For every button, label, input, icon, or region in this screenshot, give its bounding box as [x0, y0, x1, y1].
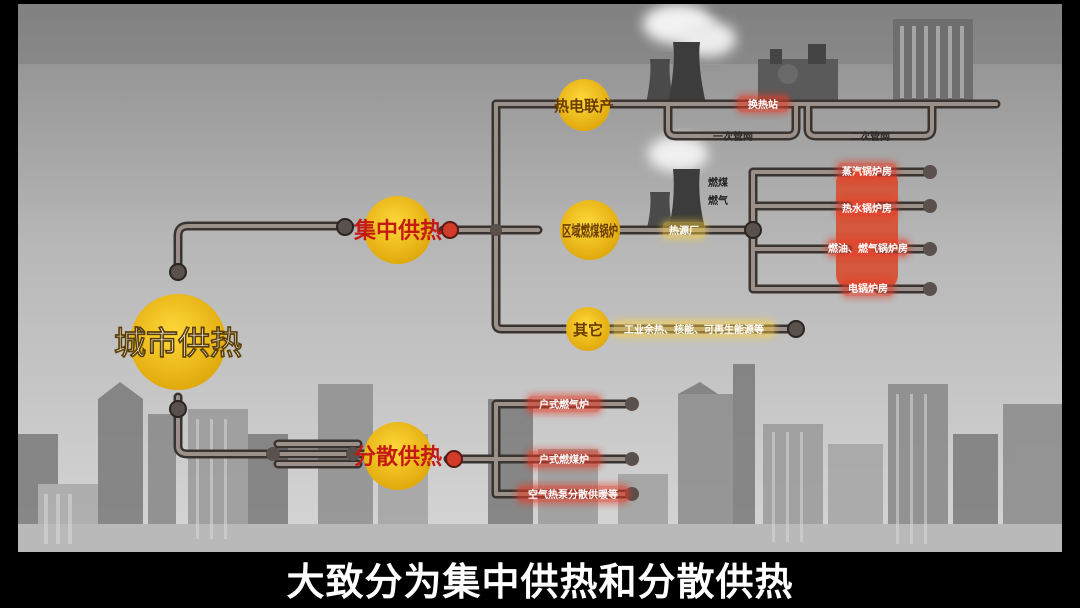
boiler-room-steam: 蒸汽锅炉房 [842, 165, 892, 178]
fuel-gas-label: 燃气 [708, 194, 728, 207]
boiler-room-electric: 电锅炉房 [848, 282, 888, 295]
root-label: 城市供热 [114, 324, 242, 362]
tall-building-right [893, 19, 973, 104]
cooling-towers-boiler [646, 136, 708, 232]
central-heating-circle [364, 196, 432, 264]
fuel-coal-label: 燃煤 [708, 176, 728, 189]
other-circle [566, 307, 610, 351]
other-label: 其它 [573, 321, 603, 339]
skyline-windows [44, 394, 927, 544]
primary-network-label: 一次管网 [713, 130, 753, 143]
other-sources-label: 工业余热、核能、可再生能源等 [624, 323, 764, 336]
district-boiler-label: 区域燃煤锅炉 [562, 222, 618, 240]
red-label-glows [518, 96, 908, 502]
heating-diagram: 城市供热 集中供热 分散供热 热电联产 区域燃煤锅炉 其它 换热站 一次管网 二… [18, 4, 1062, 552]
boiler-room-oil-gas: 燃油、燃气锅炉房 [828, 242, 908, 255]
city-skyline [18, 364, 1062, 552]
boiler-tank [836, 169, 898, 289]
heat-exchange-station-label: 换热站 [748, 98, 778, 111]
household-coal-furnace: 户式燃煤炉 [538, 453, 589, 466]
plant-label: 热源厂 [669, 224, 699, 237]
video-subtitle: 大致分为集中供热和分散供热 [286, 560, 794, 604]
pipe-valves [169, 165, 937, 501]
infographic-frame: 城市供热 集中供热 分散供热 热电联产 区域燃煤锅炉 其它 换热站 一次管网 二… [18, 4, 1062, 552]
distributed-heating-circle [364, 422, 432, 490]
district-boiler-circle [560, 200, 620, 260]
cogeneration-circle [558, 79, 610, 131]
yellow-label-glows [614, 222, 774, 337]
air-heat-pump-label: 空气热泵分散供暖等 [528, 488, 618, 501]
root-node-circle [130, 294, 226, 390]
heat-exchange-facility [758, 44, 838, 101]
secondary-network-label: 二次管网 [850, 130, 890, 143]
cogeneration-label: 热电联产 [554, 97, 614, 115]
boiler-room-hot-water: 热水锅炉房 [842, 202, 892, 215]
cooling-towers-cogeneration [643, 4, 736, 104]
household-gas-furnace: 户式燃气炉 [538, 398, 589, 411]
distributed-heating-label: 分散供热 [354, 444, 442, 470]
central-heating-label: 集中供热 [353, 218, 442, 244]
